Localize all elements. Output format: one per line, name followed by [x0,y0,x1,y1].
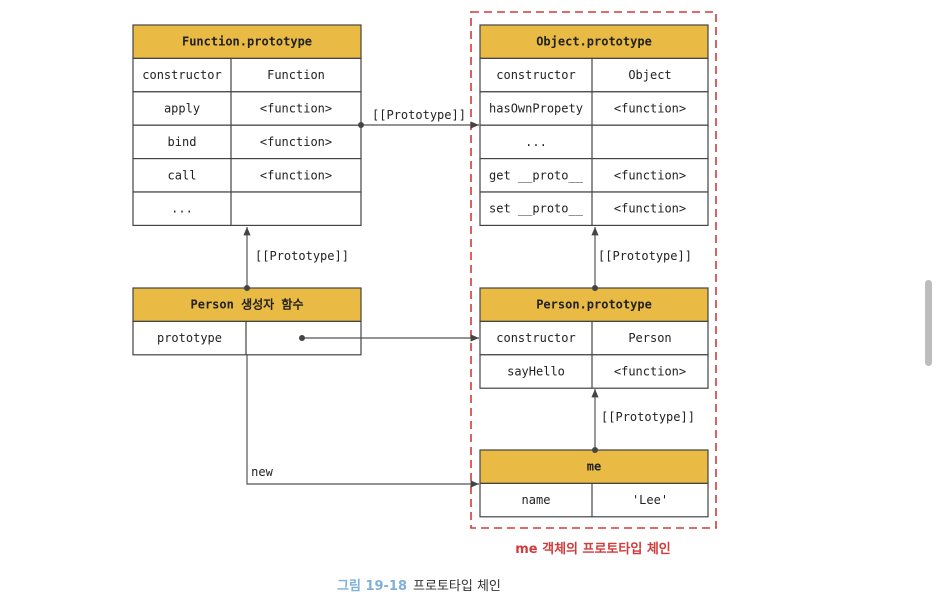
property-key: name [522,493,551,507]
person-prototype-box: Person.prototype constructor Person sayHell… [479,287,709,389]
property-key: constructor [496,68,575,82]
box-header [479,287,709,323]
label-prototype-link: [[Prototype]] [601,410,695,424]
object-prototype-box: Object.prototype constructor Object hasOwnP… [479,24,709,227]
box-title: Person 생성자 함수 [191,297,304,312]
property-value: Object [628,68,671,82]
box-header [479,449,709,485]
label-new: new [251,465,273,479]
property-key: apply [164,102,200,116]
property-key: hasOwnPropety [489,102,583,116]
property-key: prototype [157,331,222,345]
function-prototype-box: Function.prototype constructor Function app… [132,24,362,227]
property-key: bind [168,135,197,149]
prototype-chain-boundary [470,11,717,529]
box-title: Object.prototype [536,35,652,49]
box-row [132,124,362,160]
property-key: constructor [142,68,221,82]
label-prototype-link: [[Prototype]] [255,249,349,263]
box-row [479,191,709,227]
property-value: <function> [614,102,686,116]
property-key: set __proto__ [489,202,584,216]
scrollbar[interactable] [925,280,932,366]
box-row [479,57,709,93]
person-constructor-box: Person 생성자 함수 prototype [132,287,362,356]
property-key: constructor [496,331,575,345]
property-key: sayHello [507,365,565,379]
arrow-new [246,355,479,488]
property-value: <function> [614,202,686,216]
label-prototype-link: [[Prototype]] [598,249,692,263]
property-key: ... [171,202,193,216]
box-row [479,91,709,126]
box-row [479,124,709,160]
property-key: ... [525,135,547,149]
property-value: <function> [614,168,686,182]
label-prototype-link: [[Prototype]] [372,108,466,122]
box-title: Person.prototype [536,298,652,312]
box-row [479,320,709,356]
property-value: Person [628,331,671,345]
box-row [132,57,362,93]
box-row [132,191,362,227]
figure-title: 프로토타입 체인 [413,579,501,594]
box-title: Function.prototype [182,35,312,49]
box-row [479,482,709,518]
box-header [479,24,709,60]
box-row [479,354,709,389]
box-title: me [587,460,601,474]
property-key: get __proto__ [489,168,584,182]
property-value: <function> [614,365,686,379]
me-box: me name 'Lee' [479,449,709,518]
property-value: <function> [260,135,332,149]
figure-number: 그림 19-18 [337,579,407,594]
figure-caption: 그림 19-18 프로토타입 체인 [337,579,501,594]
chain-caption: me 객체의 프로토타입 체인 [515,541,671,557]
box-header [132,24,362,60]
property-key: call [168,168,197,182]
property-value: Function [267,68,325,82]
property-value: <function> [260,102,332,116]
property-value: 'Lee' [632,493,668,507]
property-value: <function> [260,168,332,182]
